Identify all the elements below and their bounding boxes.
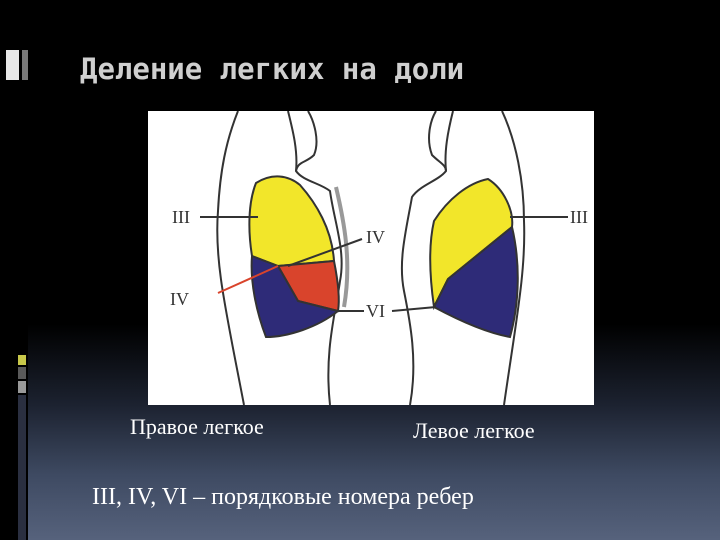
rib-label-vi: VI bbox=[366, 301, 385, 321]
rib-label-right-iv-upper: IV bbox=[366, 227, 385, 247]
slide-title: Деление легких на доли bbox=[80, 52, 465, 86]
left-chest-outline bbox=[400, 111, 454, 405]
right-upper-lobe bbox=[248, 175, 336, 268]
right-lower-lobe bbox=[250, 254, 341, 339]
right-back-outline bbox=[216, 111, 245, 405]
lung-lobes-diagram: III IV IV VI III bbox=[170, 111, 588, 405]
pointer-right-iv-upper bbox=[287, 238, 363, 267]
rib-label-right-iii: III bbox=[172, 207, 190, 227]
left-back-outline bbox=[501, 111, 526, 405]
slide-decoration-top bbox=[6, 50, 28, 80]
rib-numbers-footnote: III, IV, VI – порядковые номера ребер bbox=[92, 484, 474, 510]
left-lower-lobe bbox=[432, 225, 519, 339]
caption-left-lung: Левое легкое bbox=[413, 418, 535, 443]
right-chest-outline bbox=[287, 111, 343, 405]
right-sternum bbox=[334, 186, 350, 308]
left-lung-side-view bbox=[400, 111, 526, 405]
rib-label-right-iv-lower: IV bbox=[170, 289, 189, 309]
left-upper-lobe bbox=[429, 177, 514, 311]
rib-label-left-iii: III bbox=[570, 207, 588, 227]
right-lung-side-view bbox=[216, 111, 343, 405]
pointer-right-iv-lower bbox=[217, 265, 279, 294]
caption-right-lung: Правое легкое bbox=[130, 414, 264, 439]
pointer-vi-left bbox=[391, 306, 437, 312]
right-neck-outline bbox=[295, 111, 318, 172]
rib-pointers bbox=[200, 216, 568, 312]
left-neck-outline bbox=[428, 111, 447, 172]
slide-decoration-left bbox=[18, 355, 26, 540]
lung-lobes-figure: III IV IV VI III bbox=[148, 111, 594, 405]
